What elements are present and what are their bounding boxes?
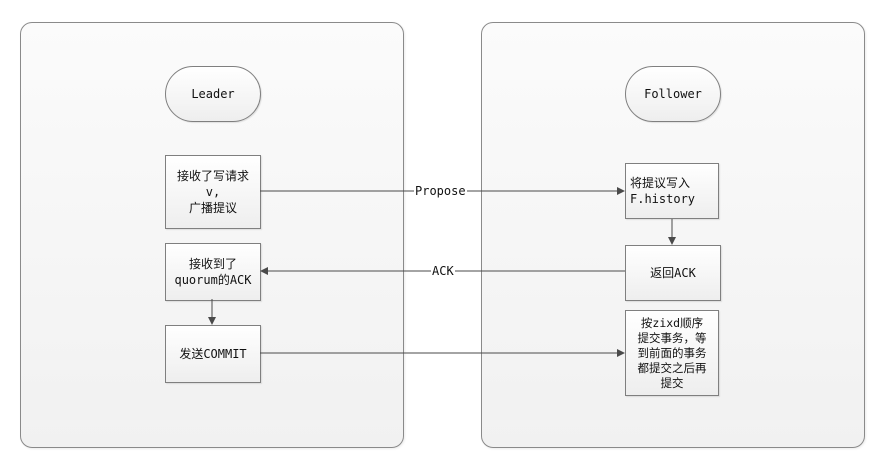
follower-title: Follower	[625, 66, 721, 122]
propose-label: Propose	[414, 184, 467, 198]
ack-label: ACK	[431, 264, 455, 278]
leader-send-commit-step: 发送COMMIT	[165, 325, 261, 383]
follower-write-history-step: 将提议写入 F.history	[625, 163, 719, 219]
leader-title: Leader	[165, 66, 261, 122]
leader-receive-write-step: 接收了写请求 v, 广播提议	[165, 155, 261, 229]
follower-commit-order-step: 按zixd顺序 提交事务，等 到前面的事务 都提交之后再 提交	[625, 310, 719, 396]
leader-receive-ack-step: 接收到了 quorum的ACK	[165, 243, 261, 301]
follower-return-ack-step: 返回ACK	[625, 245, 721, 301]
